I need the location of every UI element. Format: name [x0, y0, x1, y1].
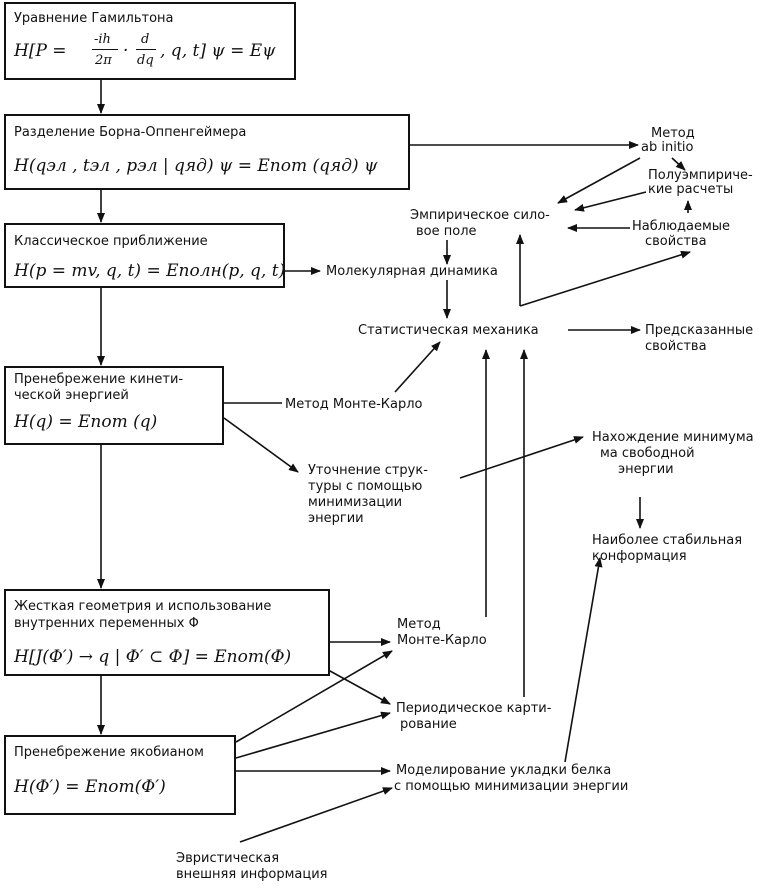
label-observed-line2: свойства	[645, 234, 707, 249]
label-empirical-ff-line1: Эмпирическое сило-	[410, 208, 550, 223]
label-free-energy-line3: энергии	[618, 462, 674, 477]
hamilton-eq-right: , q, t] ψ = Eψ	[160, 41, 276, 61]
label-predicted-line2: свойства	[645, 339, 707, 354]
box-born-oppenheimer: Разделение Борна-Оппенгеймера H(qэл , tэ…	[4, 114, 410, 190]
label-heuristic-line2: внешняя информация	[176, 867, 328, 882]
neglect-title-line1: Пренебрежение кинети-	[14, 372, 184, 387]
rigid-title-line2: внутренних переменных Φ	[14, 616, 199, 631]
label-stable-conformation-line2: конформация	[592, 549, 687, 564]
arrow-statmech-to-observed	[519, 250, 691, 307]
label-monte-carlo-2-line1: Метод	[397, 617, 441, 632]
arrow-abinitio-to-semi	[671, 157, 686, 171]
label-statistical-mechanics: Статистическая механика	[358, 323, 539, 338]
label-observed-line1: Наблюдаемые	[632, 219, 731, 234]
rigid-title-line1: Жесткая геометрия и использование	[14, 599, 272, 614]
neglect-title-line2: ческой энергией	[14, 388, 129, 403]
hamilton-frac2-num: d	[141, 32, 150, 47]
label-refinement-line3: минимизации	[308, 495, 403, 510]
label-refinement-line1: Уточнение струк-	[308, 463, 428, 478]
label-refinement-line2: туры с помощью	[308, 479, 423, 494]
label-heuristic-line1: Эвристическая	[176, 851, 280, 866]
label-protein-folding-line2: с помощью минимизации энергии	[394, 779, 629, 794]
label-free-energy-line2: ма свободной	[600, 446, 695, 461]
box-classical-approximation: Классическое приближение H(p = mv, q, t)…	[4, 223, 285, 288]
neglect-formula: H(q) = Eпот (q)	[14, 412, 158, 432]
label-semiempirical-line1: Полуэмпириче-	[648, 168, 753, 183]
arrow-folding-to-freeenergy	[564, 557, 603, 763]
arrow-neglect-to-refine	[223, 417, 299, 473]
arrow-jacobian-to-periodic	[235, 711, 391, 759]
arrow-refine-to-freeenergy	[459, 436, 584, 479]
classical-title: Классическое приближение	[14, 234, 208, 249]
label-refinement-line4: энергии	[308, 511, 364, 526]
arrow-jacobian-to-montecarlo2	[235, 650, 393, 743]
hamilton-title: Уравнение Гамильтона	[14, 11, 174, 26]
born-formula: H(qэл , tэл , pэл | qяд) ψ = Eпот (qяд) …	[14, 156, 378, 176]
hamilton-eq-left: H[P =	[14, 41, 67, 61]
classical-formula: H(p = mv, q, t) = Eполн(p, q, t)	[14, 261, 286, 281]
label-ab-initio-line2: ab initio	[641, 140, 694, 155]
rigid-formula: H[J(Φ′) → q | Φ′ ⊂ Φ] = Eпот(Φ)	[14, 647, 292, 667]
label-empirical-ff-line2: вое поле	[416, 224, 477, 239]
label-molecular-dynamics: Молекулярная динамика	[326, 264, 498, 279]
box-neglect-kinetic-energy: Пренебрежение кинети- ческой энергией H(…	[4, 366, 224, 445]
box-rigid-geometry: Жесткая геометрия и использование внутре…	[4, 589, 330, 676]
label-free-energy-line1: Нахождение минимума	[592, 430, 754, 445]
born-title: Разделение Борна-Оппенгеймера	[14, 125, 247, 140]
arrow-abinitio-to-empirical	[557, 157, 641, 204]
arrow-montecarlo-to-statmech	[394, 341, 441, 393]
jacobian-formula: H(Φ′) = Eпот(Φ′)	[14, 777, 166, 797]
hamilton-dot: ·	[123, 41, 129, 61]
hamilton-frac1-den: 2π	[95, 53, 112, 68]
label-semiempirical-line2: кие расчеты	[648, 182, 734, 197]
arrow-heuristic-to-folding	[239, 787, 393, 843]
hamilton-frac1-num: -ih	[94, 32, 111, 47]
label-ab-initio-line1: Метод	[651, 126, 695, 141]
box-hamilton-equation: Уравнение Гамильтона H[P = -ih 2π · d dq…	[4, 2, 296, 80]
label-predicted-line1: Предсказанные	[645, 323, 754, 338]
arrow-semi-to-empirical	[574, 191, 647, 212]
hamilton-frac2-line	[136, 49, 156, 50]
jacobian-title: Пренебрежение якобианом	[14, 745, 204, 760]
label-periodic-line2: рование	[400, 717, 457, 732]
box-neglect-jacobian: Пренебрежение якобианом H(Φ′) = Eпот(Φ′)	[4, 735, 236, 815]
label-monte-carlo-1: Метод Монте-Карло	[285, 397, 423, 412]
label-stable-conformation-line1: Наиболее стабильная	[592, 533, 743, 548]
hamilton-frac2-den: dq	[137, 53, 154, 68]
hamilton-frac1-line	[92, 49, 118, 50]
label-protein-folding-line1: Моделирование укладки белка	[396, 763, 612, 778]
label-periodic-line1: Периодическое карти-	[396, 701, 552, 716]
label-monte-carlo-2-line2: Монте-Карло	[397, 633, 487, 648]
